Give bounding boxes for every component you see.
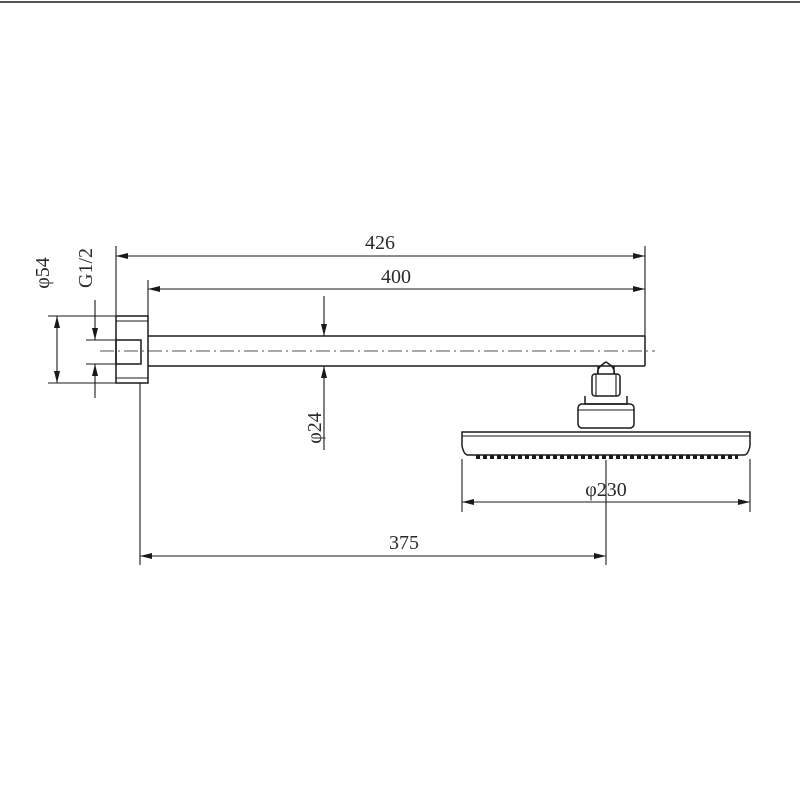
dim-projection: 375 [139,383,607,565]
dim-arm-length: 400 [147,266,645,316]
dim-head-diameter: φ230 [461,459,751,512]
dim-flange-diameter: φ54 [32,257,116,384]
head-hub [577,403,635,429]
thread-connector [115,339,142,365]
head-disc [461,431,751,456]
dim-arm-diameter: φ24 [304,296,327,450]
swivel-nut [591,373,621,397]
dim-text-400: 400 [381,266,411,288]
dim-overall-length: 426 [115,232,646,336]
dim-text-54: φ54 [32,257,54,289]
dim-text-230: φ230 [585,479,627,501]
shower-arm [100,335,655,367]
ball-joint [596,361,616,375]
dim-text-375: 375 [389,532,419,554]
dim-text-426: 426 [365,232,395,254]
dim-thread: G1/2 [75,248,116,398]
dim-text-g12: G1/2 [75,248,97,288]
wall-flange [115,315,149,384]
flange-body [115,315,149,384]
dim-text-24: φ24 [304,412,326,444]
shower-head [461,361,751,459]
head-neck [584,396,628,405]
